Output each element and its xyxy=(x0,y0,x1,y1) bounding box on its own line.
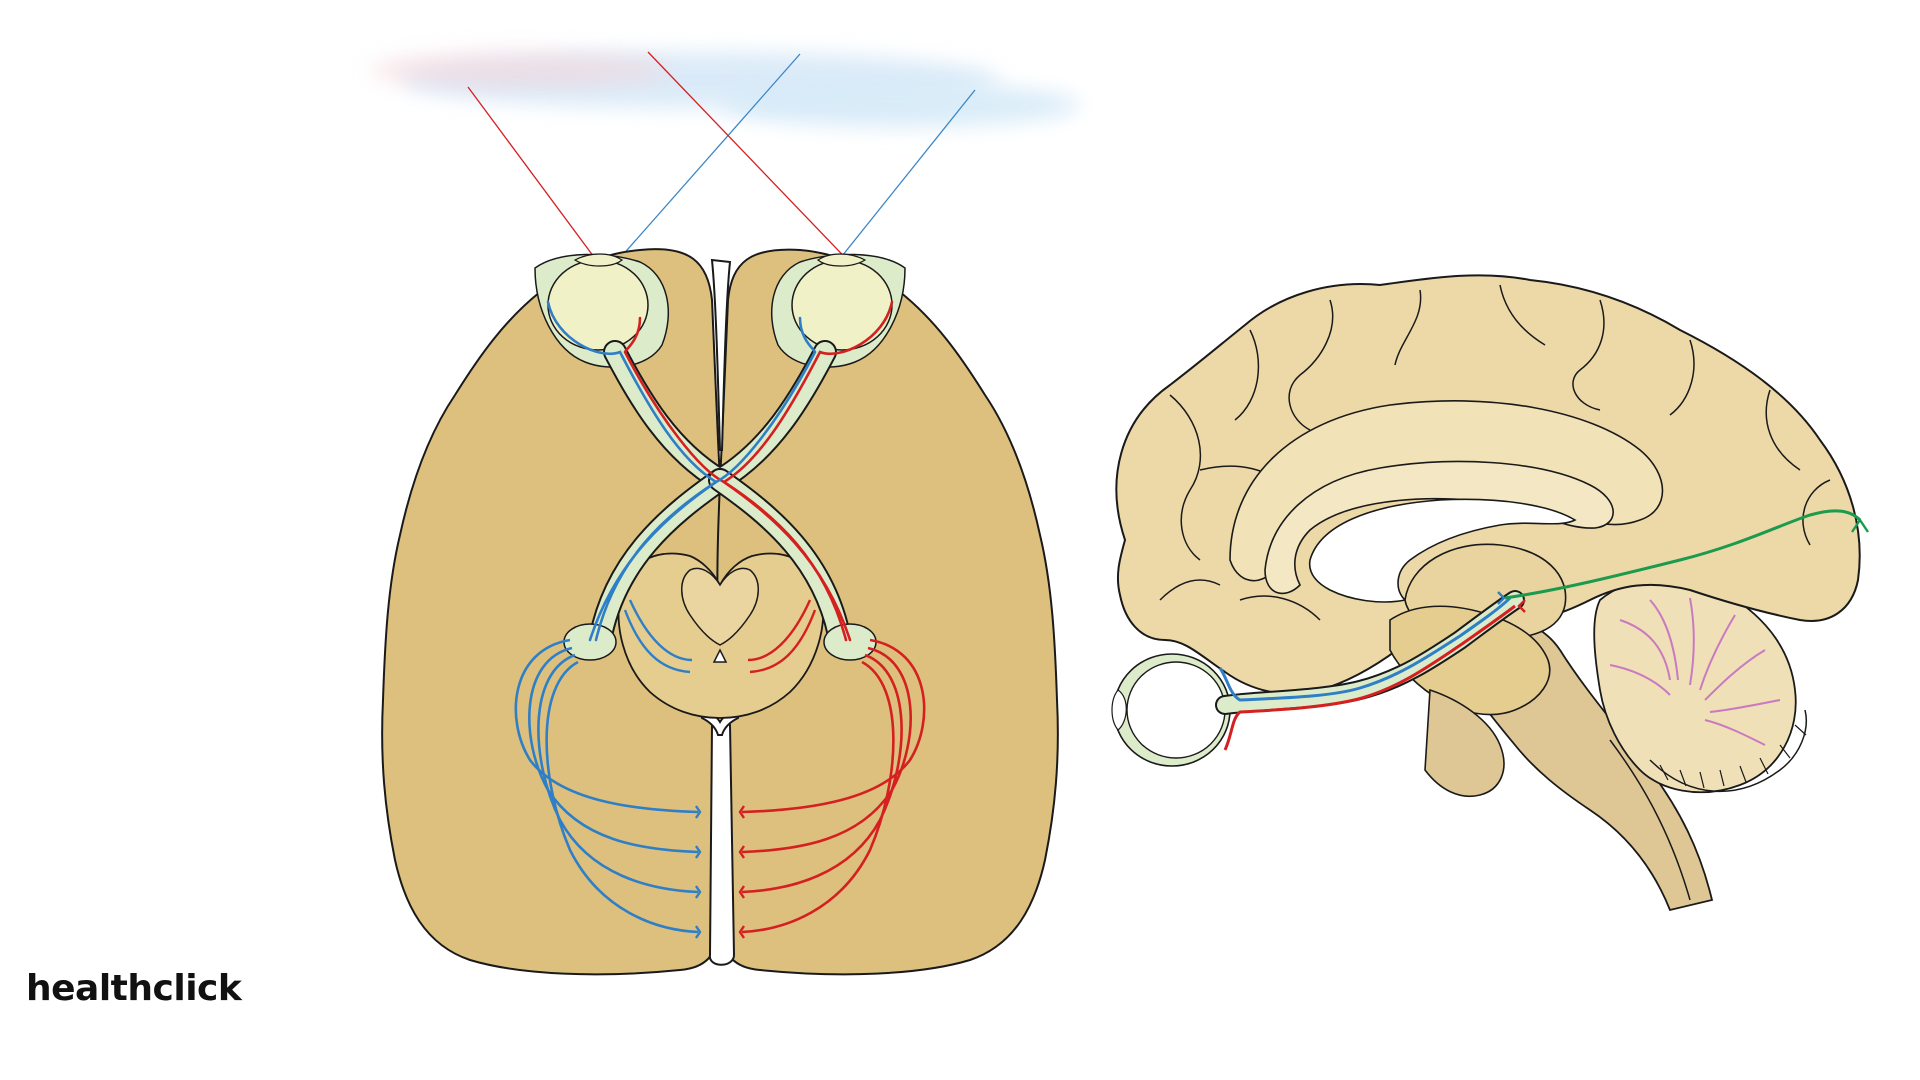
cerebellum-folia xyxy=(1609,597,1781,746)
pretectal-fibers xyxy=(623,599,817,674)
sagittal-synapse-blue xyxy=(1497,591,1506,605)
visual-field-cloud xyxy=(370,52,1080,127)
visual-cortex-fiber xyxy=(1504,509,1862,600)
sagittal-brain xyxy=(1111,274,1869,912)
fourth-ventricle-line xyxy=(1609,739,1691,901)
left-optic-radiation xyxy=(514,638,699,934)
retinal-fibers xyxy=(546,300,894,642)
eye-icon xyxy=(1111,653,1231,767)
lateral-ventricle xyxy=(1308,498,1577,603)
axial-brain xyxy=(381,248,1059,976)
cerebellar-striations xyxy=(1659,724,1807,789)
visual-cortex-synapse xyxy=(1851,517,1869,533)
sagittal-blue-fiber xyxy=(1218,596,1512,702)
synapse-ticks xyxy=(695,805,745,939)
right-optic-radiation xyxy=(741,638,926,934)
watermark-logo: healthclick xyxy=(26,968,242,1009)
gyri xyxy=(1159,284,1831,621)
left-lgn xyxy=(563,623,617,661)
corpus-callosum xyxy=(1264,460,1614,595)
sagittal-synapse-red xyxy=(1517,599,1526,613)
right-lgn xyxy=(823,623,877,661)
sagittal-red-fiber xyxy=(1223,604,1516,751)
cerebral-aqueduct xyxy=(712,648,728,663)
pons xyxy=(1424,688,1505,797)
longitudinal-fissure-back xyxy=(709,720,736,966)
midbrain-tegmentum xyxy=(681,567,759,646)
longitudinal-fissure-front xyxy=(710,258,732,451)
